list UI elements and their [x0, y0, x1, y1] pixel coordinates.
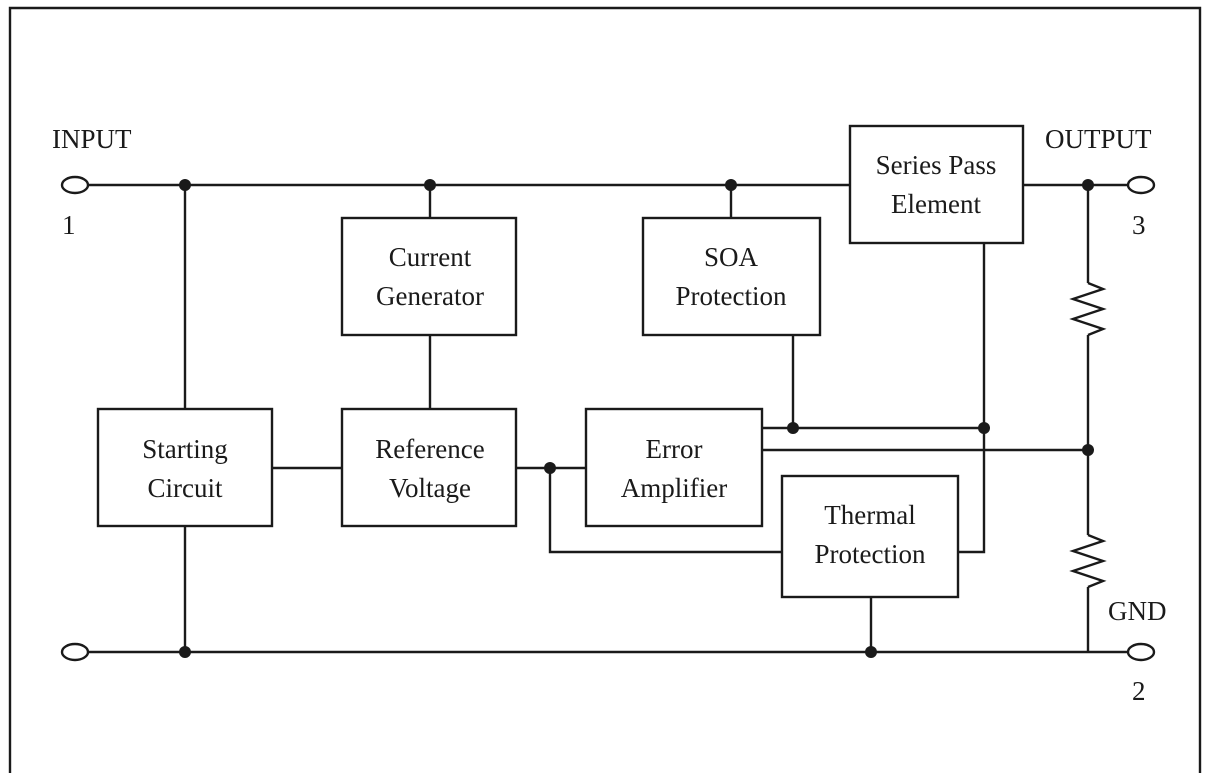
block-soa-protection: SOA Protection — [641, 216, 822, 337]
thermal-protection-label-line1: Thermal — [824, 500, 915, 530]
block-error-amplifier: Error Amplifier — [584, 407, 764, 528]
soa-protection-label-line1: SOA — [704, 242, 759, 272]
gnd-pin-number: 2 — [1132, 676, 1146, 706]
output-label: OUTPUT — [1045, 124, 1152, 154]
thermal-protection-label-line2: Protection — [815, 539, 926, 569]
reference-voltage-box — [340, 407, 518, 528]
soa-protection-label-line2: Protection — [676, 281, 787, 311]
ground-left-terminal — [60, 642, 90, 662]
input-label: INPUT — [52, 124, 132, 154]
gnd-label: GND — [1108, 596, 1167, 626]
soa-protection-box — [641, 216, 822, 337]
series-pass-element-label-line1: Series Pass — [876, 150, 997, 180]
input-pin-number: 1 — [62, 210, 76, 240]
starting-circuit-box — [96, 407, 274, 528]
current-generator-label-line1: Current — [389, 242, 472, 272]
input-terminal — [60, 175, 90, 195]
junction-dot — [978, 422, 990, 434]
gnd-terminal — [1126, 642, 1156, 662]
block-thermal-protection: Thermal Protection — [780, 474, 960, 599]
starting-circuit-label-line1: Starting — [142, 434, 228, 464]
terminals: INPUT 1 OUTPUT 3 GND 2 — [52, 124, 1167, 706]
current-generator-box — [340, 216, 518, 337]
junction-dot — [787, 422, 799, 434]
error-amplifier-label-line2: Amplifier — [621, 473, 727, 503]
output-pin-number: 3 — [1132, 210, 1146, 240]
error-amplifier-label-line1: Error — [646, 434, 703, 464]
thermal-protection-box — [780, 474, 960, 599]
reference-voltage-label-line2: Voltage — [389, 473, 471, 503]
reference-voltage-label-line1: Reference — [375, 434, 484, 464]
resistor-upper — [1069, 281, 1107, 337]
current-generator-label-line2: Generator — [376, 281, 484, 311]
block-starting-circuit: Starting Circuit — [96, 407, 274, 528]
wire-seriespass-thermal — [958, 243, 986, 554]
junction-dot — [424, 179, 436, 191]
block-series-pass-element: Series Pass Element — [848, 124, 1025, 245]
diagram-frame — [8, 6, 1202, 773]
junction-dot — [1082, 444, 1094, 456]
series-pass-element-box — [848, 124, 1025, 245]
output-terminal — [1126, 175, 1156, 195]
starting-circuit-label-line2: Circuit — [148, 473, 223, 503]
junction-dot — [179, 646, 191, 658]
error-amplifier-box — [584, 407, 764, 528]
junctions — [179, 179, 1094, 658]
junction-dot — [179, 179, 191, 191]
block-reference-voltage: Reference Voltage — [340, 407, 518, 528]
junction-dot — [865, 646, 877, 658]
wire-ref-thermal — [548, 468, 782, 554]
block-current-generator: Current Generator — [340, 216, 518, 337]
junction-dot — [725, 179, 737, 191]
junction-dot — [1082, 179, 1094, 191]
resistor-lower — [1069, 533, 1107, 589]
junction-dot — [544, 462, 556, 474]
series-pass-element-label-line2: Element — [891, 189, 981, 219]
